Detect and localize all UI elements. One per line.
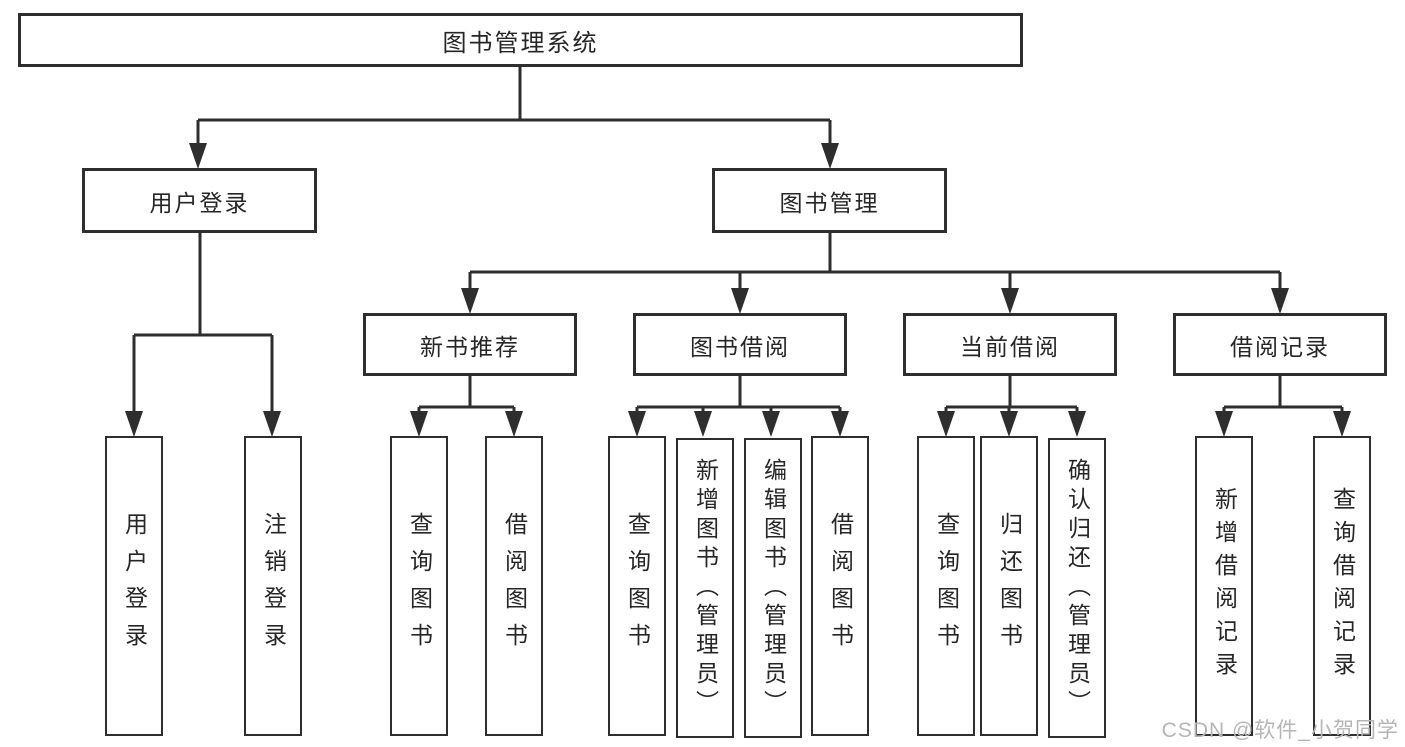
leaf-borrowing-borrow-books: 借阅图书 (811, 436, 869, 736)
node-book-borrowing-label: 图书借阅 (690, 333, 790, 360)
leaf-add-borrow-record: 新增借阅记录 (1195, 436, 1253, 736)
leaf-recommend-query-books: 查询图书 (390, 436, 448, 736)
leaf-return-books-label: 归还图书 (996, 512, 1023, 660)
leaf-confirm-return-admin-label: 确认归还（管理员） (1064, 457, 1091, 719)
leaf-current-query-books: 查询图书 (917, 436, 975, 736)
leaf-edit-books-admin: 编辑图书（管理员） (744, 438, 802, 738)
leaf-query-borrow-record-label: 查询借阅记录 (1329, 487, 1356, 685)
leaf-user-login: 用户登录 (105, 436, 163, 736)
leaf-query-borrow-record: 查询借阅记录 (1313, 436, 1371, 736)
node-current-borrowing-label: 当前借阅 (960, 333, 1060, 360)
leaf-add-books-admin: 新增图书（管理员） (676, 438, 734, 738)
leaf-logout-label: 注销登录 (260, 512, 287, 660)
leaf-recommend-borrow-books: 借阅图书 (485, 436, 543, 736)
csdn-watermark: CSDN @软件_小贺同学 (1161, 719, 1399, 742)
leaf-borrowing-borrow-books-label: 借阅图书 (827, 512, 854, 660)
leaf-edit-books-admin-label: 编辑图书（管理员） (760, 457, 787, 719)
node-root-system: 图书管理系统 (18, 13, 1023, 67)
node-new-book-recommend: 新书推荐 (363, 313, 577, 376)
leaf-recommend-borrow-books-label: 借阅图书 (501, 512, 528, 660)
arrowheads (125, 143, 1351, 437)
leaf-borrowing-query-books: 查询图书 (608, 436, 666, 736)
node-current-borrowing: 当前借阅 (903, 313, 1117, 376)
node-borrowing-records-label: 借阅记录 (1230, 333, 1330, 360)
node-book-management-label: 图书管理 (779, 189, 880, 216)
node-user-login-label: 用户登录 (149, 189, 250, 216)
node-book-borrowing: 图书借阅 (633, 313, 847, 376)
leaf-recommend-query-books-label: 查询图书 (406, 512, 433, 660)
node-new-book-recommend-label: 新书推荐 (420, 333, 520, 360)
leaf-add-books-admin-label: 新增图书（管理员） (692, 457, 719, 719)
leaf-current-query-books-label: 查询图书 (933, 512, 960, 660)
node-user-login: 用户登录 (82, 168, 317, 233)
node-borrowing-records: 借阅记录 (1173, 313, 1387, 376)
leaf-confirm-return-admin: 确认归还（管理员） (1048, 438, 1106, 738)
leaf-logout: 注销登录 (244, 436, 302, 736)
leaf-add-borrow-record-label: 新增借阅记录 (1211, 487, 1238, 685)
node-book-management: 图书管理 (712, 168, 947, 233)
leaf-return-books: 归还图书 (980, 436, 1038, 736)
leaf-user-login-label: 用户登录 (121, 512, 148, 660)
node-root-label: 图书管理系统 (442, 29, 599, 57)
leaf-borrowing-query-books-label: 查询图书 (624, 512, 651, 660)
